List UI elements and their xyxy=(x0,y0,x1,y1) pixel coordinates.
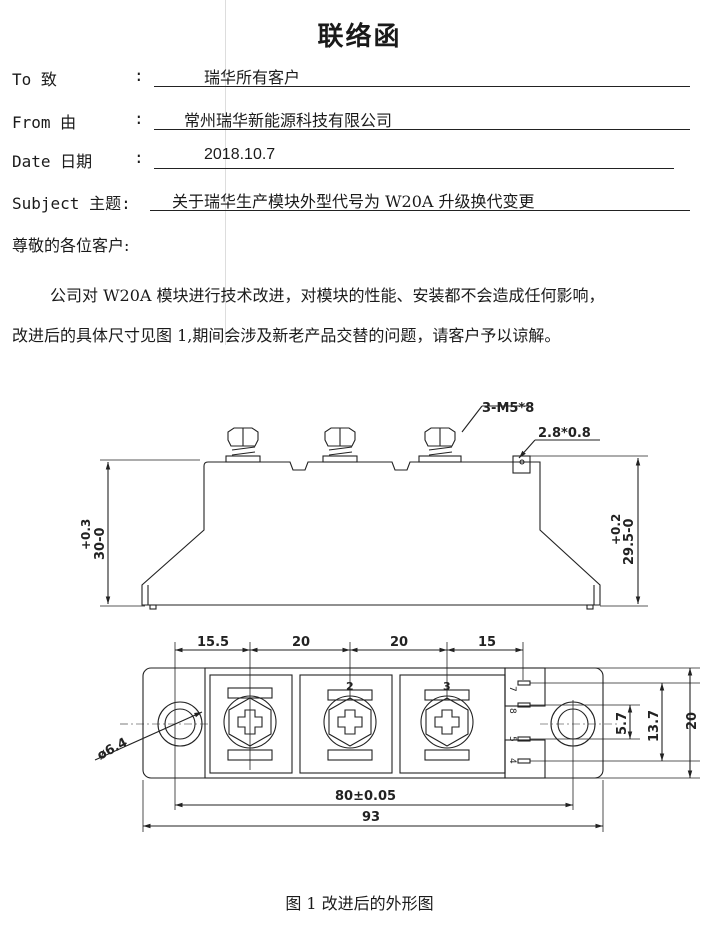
top-body-outline xyxy=(142,667,604,779)
scan-artifact-line xyxy=(225,0,226,345)
dim-label-15-5: 15.5 xyxy=(197,635,229,650)
height-right-label: 29.5-0 xyxy=(622,518,637,565)
to-row: To 致 : 瑞华所有客户 xyxy=(12,66,702,90)
height-right-tol: +0.2 xyxy=(609,514,623,545)
to-label: To 致 xyxy=(12,70,57,89)
subject-underline xyxy=(150,210,690,211)
to-value: 瑞华所有客户 xyxy=(204,68,301,87)
from-label: From 由 xyxy=(12,113,77,132)
subject-label: Subject 主题: xyxy=(12,194,131,213)
dim-label-80: 80±0.05 xyxy=(335,789,396,804)
date-row: Date 日期 : 2018.10.7 xyxy=(12,146,702,172)
subject-row: Subject 主题: 关于瑞华生产模块外型代号为 W20A 升级换代变更 xyxy=(12,190,702,214)
top-view xyxy=(94,642,700,832)
dia-leader xyxy=(94,711,203,761)
side-nut-3 xyxy=(418,427,462,463)
height-left-tol: +0.3 xyxy=(79,519,93,550)
dim-label-15: 15 xyxy=(478,635,496,650)
terminal-label-3: 3 xyxy=(443,680,451,693)
dim-label-20-a: 20 xyxy=(292,635,310,650)
pin-callout: 2.8*0.8 xyxy=(538,426,591,441)
from-value: 常州瑞华新能源科技有限公司 xyxy=(184,111,393,130)
terminal-label-2: 2 xyxy=(346,680,354,693)
dim-label-20-height: 20 xyxy=(685,712,700,730)
body-line-2: 改进后的具体尺寸见图 1,期间会涉及新老产品交替的问题，请客户予以谅解。 xyxy=(12,326,561,345)
to-underline xyxy=(154,86,690,87)
from-row: From 由 : 常州瑞华新能源科技有限公司 xyxy=(12,109,702,133)
from-underline xyxy=(154,129,690,130)
body-line-1: 公司对 W20A 模块进行技术改进，对模块的性能、安装都不会造成任何影响， xyxy=(50,286,605,305)
side-body-outline xyxy=(141,461,601,606)
pin-label-8: 8 xyxy=(507,708,517,714)
date-value: 2018.10.7 xyxy=(204,146,276,163)
date-colon: : xyxy=(134,148,144,167)
dim-label-93: 93 xyxy=(362,810,380,825)
dim-label-20-b: 20 xyxy=(390,635,408,650)
subject-value: 关于瑞华生产模块外型代号为 W20A 升级换代变更 xyxy=(172,192,535,211)
dim-label-13-7: 13.7 xyxy=(647,710,662,742)
signal-pins xyxy=(517,680,531,764)
dim-label-5-7: 5.7 xyxy=(615,712,630,735)
greeting: 尊敬的各位客户: xyxy=(12,236,130,255)
side-view xyxy=(100,405,648,610)
height-left-label: 30-0 xyxy=(93,527,108,560)
pin-label-4: 4 xyxy=(507,758,517,764)
date-label: Date 日期 xyxy=(12,152,93,171)
pin-label-5: 5 xyxy=(507,736,517,742)
from-colon: : xyxy=(134,109,144,128)
pin-label-7: 7 xyxy=(507,686,517,692)
terminal-screw-3 xyxy=(420,689,474,761)
screw-callout: 3-M5*8 xyxy=(482,401,534,416)
date-underline xyxy=(154,168,674,169)
hole-dia-label: ø6.4 xyxy=(95,735,130,763)
side-nut-1 xyxy=(225,427,261,463)
figure-caption: 图 1 改进后的外形图 xyxy=(285,894,434,913)
terminal-screw-2 xyxy=(323,689,377,761)
side-nut-2 xyxy=(322,427,358,463)
page-title: 联络函 xyxy=(317,22,402,52)
to-colon: : xyxy=(134,66,144,85)
